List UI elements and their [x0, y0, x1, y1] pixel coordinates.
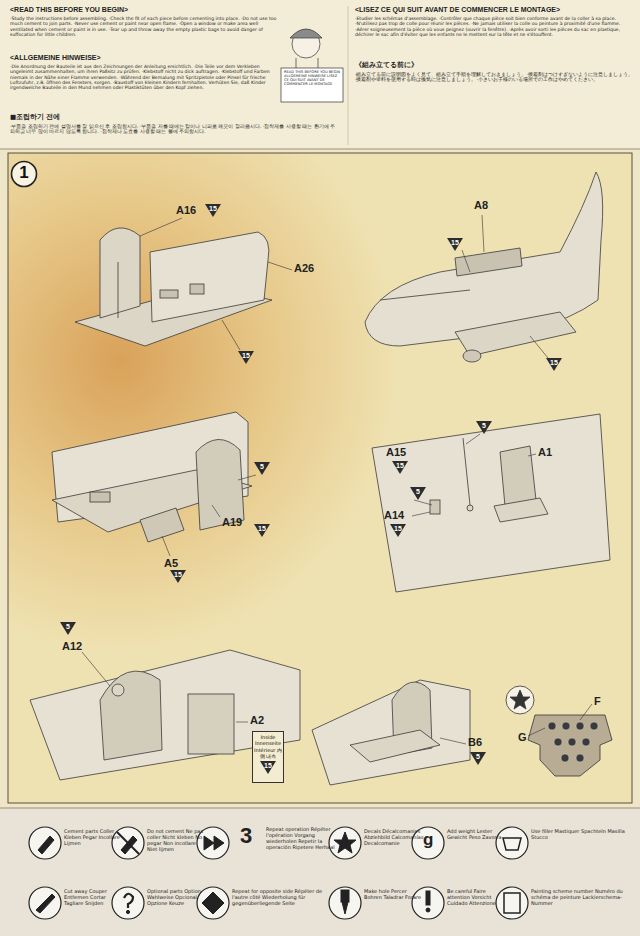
legend-item: Use filler Mastiquer Spachteln Masilla S… [531, 828, 631, 840]
repeat-count: 3 [240, 823, 264, 848]
cement-badge: 15 [254, 524, 270, 537]
legend-item: Optional parts Option Wahlweise Opcional… [147, 888, 207, 906]
legend-text: Make hole Percer Bohren Taladrar Forare [364, 888, 424, 900]
cement-badge: 5 [410, 487, 426, 500]
cement-badge: 5 [476, 421, 492, 434]
part-number: B6 [468, 736, 508, 749]
badge-number: 15 [254, 524, 270, 532]
cement-badge: 15 [238, 351, 254, 364]
safety-notes: ·부품을 조립하기 전에 설명서를 잘 읽으신 후 조립합시다. ·부품을 자를… [10, 124, 340, 135]
badge-number: 15 [205, 204, 221, 212]
step-number: 1 [10, 160, 38, 188]
badge-number: 5 [60, 622, 76, 630]
badge-number: 15 [546, 358, 562, 366]
legend-item: Cement parts Coller Kleben Pegar Incolla… [64, 828, 126, 846]
legend-item: Decals Décalcomanies Abziehbild Calcoman… [364, 828, 424, 846]
legend-text: Cut away Couper Entfernen Cortar Tagliar… [64, 888, 126, 906]
cement-badge: 5 [254, 462, 270, 475]
legend-item: Make hole Percer Bohren Taladrar Forare [364, 888, 424, 900]
badge-number: 5 [470, 752, 486, 760]
cement-badge: 15 [390, 524, 406, 537]
legend-item: Cut away Couper Entfernen Cortar Tagliar… [64, 888, 126, 906]
legend-text: Add weight Lester Gewicht Peso Zavorra [447, 828, 507, 840]
legend-text: Repeat operation Répéter l'opération Vor… [266, 826, 338, 850]
part-number: A14 [384, 509, 424, 522]
cement-badge: 15 [260, 761, 276, 774]
badge-number: 5 [410, 487, 426, 495]
badge-number: 15 [390, 524, 406, 532]
badge-number: 5 [476, 421, 492, 429]
badge-number: 15 [170, 570, 186, 578]
note-text: Inside Innenseite Intérieur 内側 내측 [254, 734, 282, 759]
icon-glyph: g [423, 830, 437, 850]
section-heading: <READ THIS BEFORE YOU BEGIN> [10, 6, 340, 14]
legend-text: Painting scheme number Numéro du schéma … [531, 888, 631, 906]
sign-text: READ THIS BEFORE YOU BEGIN ALLGEMEINE HI… [284, 70, 340, 87]
part-letter: F [594, 695, 624, 708]
badge-number: 15 [260, 761, 276, 769]
legend-text: Decals Décalcomanies Abziehbild Calcoman… [364, 828, 424, 846]
part-number: A15 [386, 446, 426, 459]
legend-text: Be careful Faire attention Vorsicht Cuid… [447, 888, 507, 906]
part-letter: G [518, 731, 548, 744]
cement-badge: 5 [470, 752, 486, 765]
safety-notes: ·Etudier les schémas d'assemblage. ·Cont… [355, 16, 633, 37]
cement-badge: 5 [60, 622, 76, 635]
badge-number: 15 [392, 461, 408, 469]
badge-number: 1 [10, 164, 38, 181]
cement-badge: 15 [447, 238, 463, 251]
legend-text: Optional parts Option Wahlweise Opcional… [147, 888, 207, 906]
safety-notes: ·Die Anordnung der Bauteile ist aus den … [10, 64, 278, 90]
safety-notes: ·Study the instructions before assemblin… [10, 16, 278, 37]
cement-badge: 15 [392, 461, 408, 474]
cement-badge: 15 [546, 358, 562, 371]
section-heading: ■조립하기 전에 [10, 114, 210, 121]
legend-item: Do not cement Ne pas coller Nicht kleben… [147, 828, 207, 852]
badge-number: 5 [254, 462, 270, 470]
safety-notes: ·組み立てる前に説明図をよく見て、組み立て手順を理解しておきましょう。·接着剤は… [355, 72, 633, 83]
legend-text: Do not cement Ne pas coller Nicht kleben… [147, 828, 207, 852]
part-number: A26 [294, 262, 334, 275]
part-number: A1 [538, 446, 578, 459]
badge-number: 15 [238, 351, 254, 359]
legend-item: Add weight Lester Gewicht Peso Zavorra [447, 828, 507, 840]
legend-item: Repeat for opposite side Répéter de l'au… [232, 888, 332, 906]
cement-badge: 15 [170, 570, 186, 583]
legend-text: Repeat for opposite side Répéter de l'au… [232, 888, 332, 906]
legend-text: Cement parts Coller Kleben Pegar Incolla… [64, 828, 126, 846]
note-box: Inside Innenseite Intérieur 内側 내측 15 [252, 731, 284, 783]
part-number: A12 [62, 640, 102, 653]
cement-badge: 15 [205, 204, 221, 217]
part-number: A8 [474, 199, 514, 212]
section-heading: <ALLGEMEINE HINWEISE> [10, 54, 340, 62]
legend-item: Painting scheme number Numéro du schéma … [531, 888, 631, 906]
part-number: A5 [164, 557, 204, 570]
section-heading: 《組み立てる前に》 [355, 62, 555, 69]
legend-text: Use filler Mastiquer Spachteln Masilla S… [531, 828, 631, 840]
part-number: A2 [250, 714, 290, 727]
legend-item: Repeat operation Répéter l'opération Vor… [266, 826, 338, 850]
badge-number: 15 [447, 238, 463, 246]
legend-item: Be careful Faire attention Vorsicht Cuid… [447, 888, 507, 906]
section-heading: <LISEZ CE QUI SUIT AVANT DE COMMENCER LE… [355, 6, 635, 14]
